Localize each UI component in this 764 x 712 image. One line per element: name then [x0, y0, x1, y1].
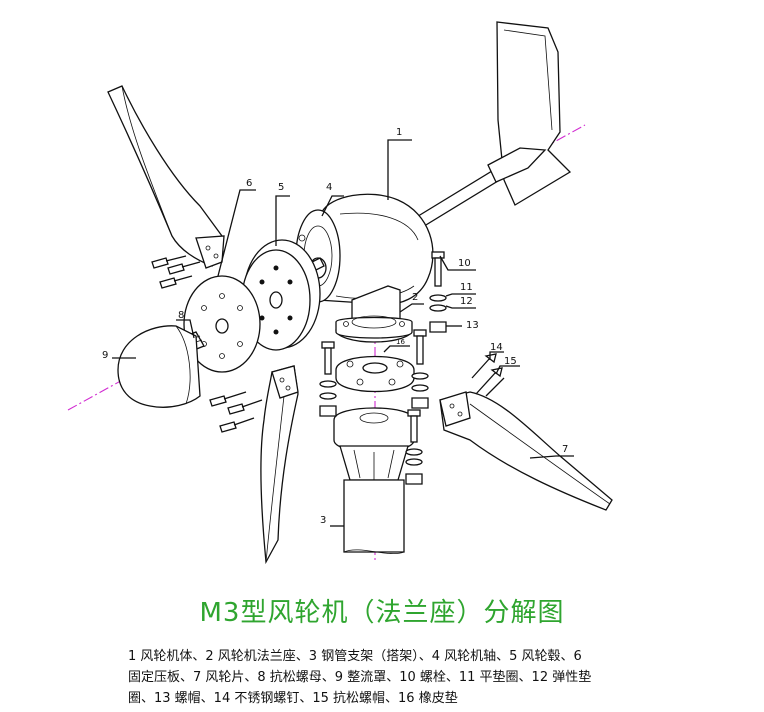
legend-line-3: 圈、13 螺帽、14 不锈钢螺钉、15 抗松螺帽、16 橡皮垫	[128, 691, 458, 706]
callout-5: 5	[278, 182, 284, 193]
callout-1: 1	[396, 127, 402, 138]
callout-16: 16	[396, 338, 405, 346]
tube-support	[333, 407, 415, 555]
screws-right	[471, 353, 505, 397]
callout-2: 2	[412, 292, 418, 303]
pressure-plate	[183, 275, 261, 373]
callout-10: 10	[458, 258, 471, 269]
callout-12: 12	[460, 296, 473, 307]
rubber-pad	[335, 355, 415, 393]
callout-15: 15	[504, 356, 517, 367]
exploded-diagram: 1 2 3 4 5 6 7 8 9 10 11 12 13 14 15 16	[67, 21, 613, 565]
callout-9: 9	[102, 350, 108, 361]
callout-14: 14	[490, 342, 503, 353]
leader-lines	[112, 139, 574, 527]
callout-3: 3	[320, 515, 326, 526]
legend-line-1: 1 风轮机体、2 风轮机法兰座、3 钢管支架（搭架）、4 风轮机轴、5 风轮毂、…	[128, 649, 582, 664]
callout-4: 4	[326, 182, 332, 193]
bolts-right	[429, 251, 447, 333]
diagram-title: M3型风轮机（法兰座）分解图	[199, 598, 565, 628]
fairing-cap	[117, 325, 201, 408]
bolts-center	[319, 329, 429, 485]
callout-11: 11	[460, 282, 473, 293]
tail-vane	[391, 21, 572, 243]
parts-legend: 1 风轮机体、2 风轮机法兰座、3 钢管支架（搭架）、4 风轮机轴、5 风轮毂、…	[128, 646, 728, 709]
legend-line-2: 固定压板、7 风轮片、8 抗松螺母、9 整流罩、10 螺栓、11 平垫圈、12 …	[128, 670, 592, 685]
screws-left	[151, 255, 263, 433]
flange-seat	[335, 285, 413, 343]
callout-numbers: 1 2 3 4 5 6 7 8 9 10 11 12 13 14 15 16	[102, 127, 568, 526]
blade-lower	[260, 365, 299, 565]
callout-13: 13	[466, 320, 479, 331]
callout-7: 7	[562, 444, 568, 455]
callout-6: 6	[246, 178, 252, 189]
blade-upper	[107, 85, 225, 269]
blade-right	[439, 391, 613, 511]
callout-8: 8	[178, 310, 184, 321]
